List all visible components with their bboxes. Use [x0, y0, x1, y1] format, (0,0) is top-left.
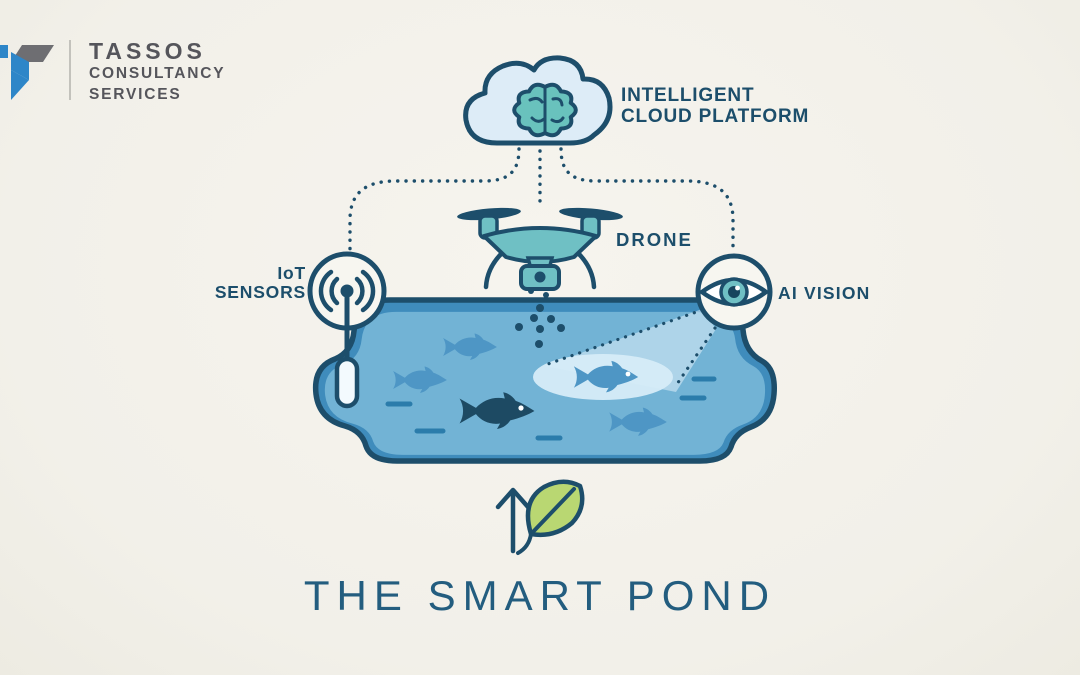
water-ripples: [385, 376, 717, 441]
leaf-icon: [516, 479, 585, 555]
iot-sensors-label: IoT SENSORS: [166, 264, 306, 302]
logo-divider: [69, 40, 71, 100]
tassos-logo-icon: [0, 45, 54, 100]
connector-cloud-to-aivision: [559, 147, 735, 255]
feed-pellets: [515, 279, 565, 348]
drone-label: DRONE: [616, 229, 693, 250]
brand-logo: TASSOS CONSULTANCY SERVICES: [89, 40, 225, 105]
ai-vision-label: AI VISION: [778, 283, 871, 303]
highlighted-fish-icon: [573, 360, 639, 393]
logo-company-name: TASSOS: [89, 38, 206, 64]
connector-cloud-to-iot: [348, 147, 521, 253]
eye-icon: [699, 277, 769, 307]
logo-line-consultancy: CONSULTANCY: [89, 65, 226, 82]
cloud-label-line1: INTELLIGENT: [621, 85, 755, 106]
wifi-signal-icon: [318, 269, 376, 313]
sensor-probe-icon: [334, 356, 360, 409]
dark-fish-icon: [459, 392, 535, 429]
iot-label-line1: IoT: [277, 263, 306, 283]
ai-vision-node: [695, 253, 773, 331]
page-title: THE SMART POND: [303, 572, 777, 619]
cloud-label-line2: CLOUD PLATFORM: [621, 106, 810, 127]
iot-sensor-node: [307, 251, 387, 409]
growth-arrow-icon: [495, 487, 531, 554]
drone-icon: [457, 207, 623, 291]
cloud-platform-label: INTELLIGENT CLOUD PLATFORM: [621, 85, 809, 127]
dotted-connectors: [348, 147, 735, 255]
brain-icon: [512, 82, 578, 138]
vision-beam-edges: [546, 308, 717, 389]
pond: [316, 300, 775, 461]
logo-line-services: SERVICES: [89, 86, 182, 103]
iot-label-line2: SENSORS: [214, 282, 306, 302]
